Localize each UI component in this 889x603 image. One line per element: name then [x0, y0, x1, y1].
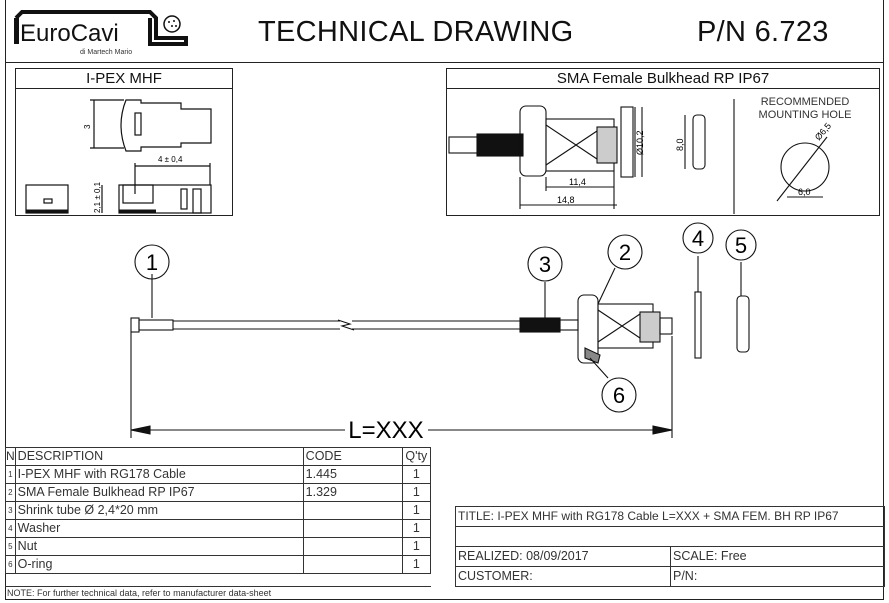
ipex-detail-panel: I-PEX MHF 3 4 ± 0,4 2,1 ± 0,1 — [15, 68, 233, 216]
bom-qty: 1 — [401, 501, 432, 520]
sma-connector-drawing: Ø10,2 8,0 11,4 14,8 RECOMMENDED MOUNTING… — [448, 96, 852, 214]
logo-subtext: di Martech Mario — [80, 49, 132, 56]
bom-header-qty: Q'ty — [401, 447, 432, 466]
bom-code: 1.445 — [302, 465, 403, 484]
bom-code — [302, 555, 403, 574]
dim-hole-flat: 6,0 — [798, 187, 811, 197]
bom-description: Nut — [14, 537, 304, 556]
dim-washer-diameter: Ø10,2 — [635, 130, 645, 155]
title-block-title: TITLE: I-PEX MHF with RG178 Cable L=XXX … — [455, 506, 885, 527]
balloon-3-label: 3 — [539, 252, 551, 277]
mounting-hole-label-2: MOUNTING HOLE — [759, 109, 852, 121]
balloon-5 — [725, 229, 757, 261]
balloon-6 — [601, 377, 637, 413]
bom-header-description: DESCRIPTION — [14, 447, 304, 466]
bom-qty: 1 — [401, 537, 432, 556]
title-block-scale: SCALE: Free — [670, 546, 885, 567]
bom-n: 5 — [5, 537, 16, 556]
washer — [694, 291, 702, 359]
dim-hole-diameter: Ø6,5 — [813, 121, 833, 142]
ipex-connector — [130, 317, 174, 333]
part-number: P/N 6.723 — [697, 16, 829, 48]
shrink-tube — [519, 317, 561, 333]
balloon-2-label: 2 — [619, 240, 631, 265]
bom-code — [302, 519, 403, 538]
bom-n: 6 — [5, 555, 16, 574]
dim-total-length: 14,8 — [557, 195, 575, 205]
balloon-4 — [682, 222, 714, 254]
bom-code — [302, 501, 403, 520]
header-divider — [5, 62, 884, 63]
bom-n: 1 — [5, 465, 16, 484]
mounting-hole-label-1: RECOMMENDED — [761, 96, 850, 108]
balloon-2 — [607, 234, 643, 270]
bom-code: 1.329 — [302, 483, 403, 502]
sma-detail-panel: SMA Female Bulkhead RP IP67 Ø10,2 8,0 — [446, 68, 880, 216]
sma-detail-title: SMA Female Bulkhead RP IP67 — [447, 69, 879, 89]
bom-description: Washer — [14, 519, 304, 538]
dim-nut-size: 8,0 — [675, 138, 685, 151]
bom-description: I-PEX MHF with RG178 Cable — [14, 465, 304, 484]
title-block: TITLE: I-PEX MHF with RG178 Cable L=XXX … — [455, 506, 885, 587]
nut — [736, 295, 750, 353]
dim-length: 4 ± 0,4 — [158, 155, 183, 164]
bom-n: 3 — [5, 501, 16, 520]
drawing-title: TECHNICAL DRAWING — [258, 16, 574, 48]
bom-header-code: CODE — [302, 447, 403, 466]
balloon-3 — [527, 246, 563, 282]
globe-icon — [163, 15, 181, 33]
bom-note: NOTE: For further technical data, refer … — [7, 588, 272, 598]
bom-description: O-ring — [14, 555, 304, 574]
cable-assembly-drawing: 1 2 3 4 5 6 L=XXX — [130, 222, 757, 444]
bom-n: 2 — [5, 483, 16, 502]
bom-qty: 1 — [401, 555, 432, 574]
logo-text: EuroCavi — [20, 20, 119, 47]
bom-code — [302, 537, 403, 556]
note-divider — [5, 586, 431, 587]
ipex-connector-drawing: 3 4 ± 0,4 2,1 ± 0,1 — [25, 99, 212, 214]
bom-qty: 1 — [401, 465, 432, 484]
length-dimension-label: L=XXX — [348, 417, 423, 444]
bom-header-n: N — [5, 447, 16, 466]
title-block-customer: CUSTOMER: — [455, 566, 671, 587]
cable — [173, 319, 520, 331]
company-logo: EuroCavi di Martech Mario — [10, 8, 190, 58]
sma-connector — [559, 294, 673, 364]
balloon-1 — [134, 244, 170, 280]
dim-thickness: 2,1 ± 0,1 — [93, 181, 102, 213]
balloon-5-label: 5 — [735, 233, 747, 258]
bom-description: SMA Female Bulkhead RP IP67 — [14, 483, 304, 502]
dim-body-length: 11,4 — [569, 177, 586, 187]
ipex-detail-title: I-PEX MHF — [16, 69, 232, 89]
title-block-pn: P/N: — [670, 566, 885, 587]
balloon-6-label: 6 — [613, 383, 625, 408]
bom-qty: 1 — [401, 483, 432, 502]
logo-graphic: EuroCavi di Martech Mario — [14, 10, 188, 56]
title-block-realized: REALIZED: 08/09/2017 — [455, 546, 671, 567]
bom-n: 4 — [5, 519, 16, 538]
balloon-1-label: 1 — [146, 250, 158, 275]
sheet-frame — [5, 0, 884, 600]
bom-description: Shrink tube Ø 2,4*20 mm — [14, 501, 304, 520]
bom-header-row: N DESCRIPTION CODE Q'ty — [5, 447, 432, 466]
title-block-empty-row — [455, 526, 885, 547]
balloon-4-label: 4 — [692, 226, 704, 251]
dim-height: 3 — [83, 124, 92, 129]
bom-qty: 1 — [401, 519, 432, 538]
